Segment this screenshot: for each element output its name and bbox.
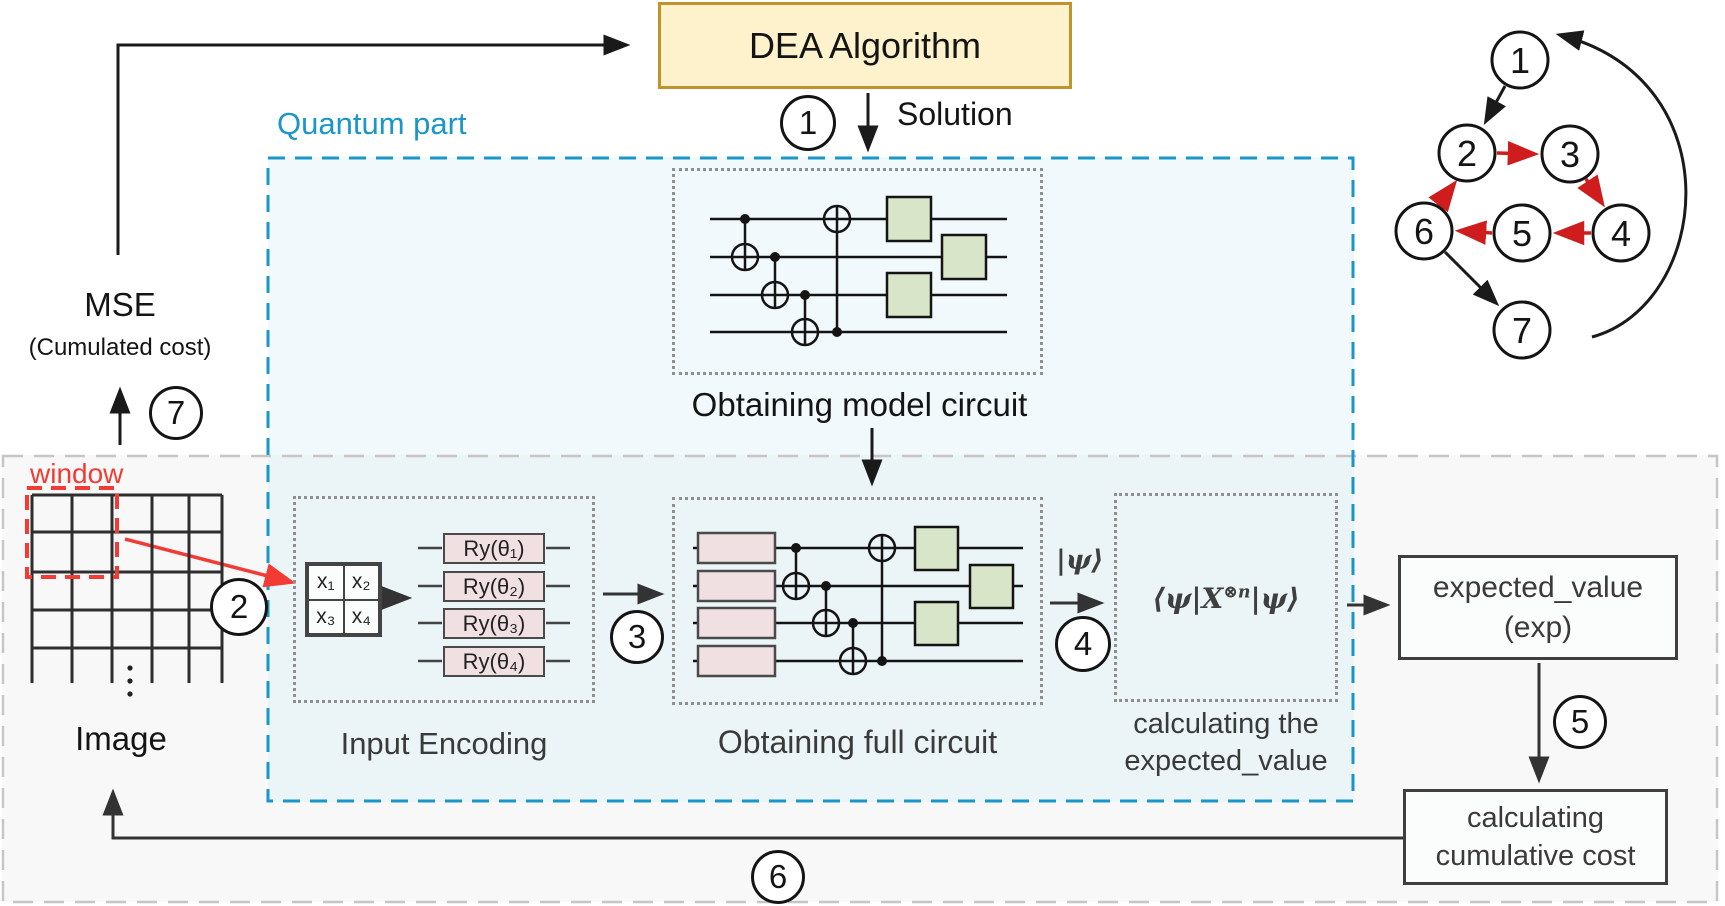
svg-text:6: 6 bbox=[1414, 211, 1434, 252]
image-label: Image bbox=[75, 720, 167, 757]
input-pixel-grid: x₁ x₂ x₃ x₄ bbox=[305, 562, 382, 637]
step-circle-3: 3 bbox=[610, 610, 664, 664]
step-circle-4: 4 bbox=[1055, 616, 1111, 672]
cumulated-cost-label: (Cumulated cost) bbox=[28, 334, 212, 361]
step-circle-7: 7 bbox=[149, 386, 203, 440]
ry-gate-1: Ry(θ₁) bbox=[443, 533, 545, 564]
pixel-cell-x1: x₁ bbox=[308, 565, 344, 600]
full-circuit-drawing bbox=[693, 525, 1023, 678]
input-encoding-caption: Input Encoding bbox=[340, 726, 548, 761]
dea-algorithm-label: DEA Algorithm bbox=[748, 24, 982, 66]
model-circuit-box bbox=[672, 168, 1043, 375]
svg-text:2: 2 bbox=[1457, 133, 1477, 174]
graph-nodes bbox=[1394, 30, 1651, 360]
ry-gate-2: Ry(θ₂) bbox=[443, 571, 545, 602]
expectation-caption: calculating the expected_value bbox=[1124, 708, 1328, 777]
pixel-cell-x2: x₂ bbox=[343, 565, 379, 600]
full-circuit-box bbox=[672, 497, 1043, 705]
mse-label: MSE bbox=[84, 286, 156, 323]
quantum-part-label: Quantum part bbox=[277, 106, 467, 141]
expectation-formula: ⟨ψ|X⊗n|ψ⟩ bbox=[1152, 582, 1300, 615]
full-input-gates bbox=[696, 531, 777, 678]
step-circle-5: 5 bbox=[1553, 695, 1607, 749]
svg-text:1: 1 bbox=[1510, 40, 1530, 81]
psi-state-label: |ψ⟩ bbox=[1056, 545, 1104, 576]
graph-node-labels: 1 2 3 4 5 6 7 bbox=[1414, 40, 1631, 351]
solution-label: Solution bbox=[897, 96, 1013, 132]
ry-gate-4: Ry(θ₄) bbox=[443, 646, 545, 677]
dea-algorithm-box: DEA Algorithm bbox=[658, 2, 1072, 89]
ry-gate-3: Ry(θ₃) bbox=[443, 608, 545, 639]
svg-text:3: 3 bbox=[1560, 134, 1580, 175]
step-circle-1: 1 bbox=[780, 95, 836, 151]
window-label: window bbox=[30, 458, 124, 489]
pixel-cell-x3: x₃ bbox=[308, 599, 344, 634]
graph-edges bbox=[1428, 30, 1688, 339]
cumulative-cost-box: calculating cumulative cost bbox=[1403, 789, 1668, 885]
pixel-cell-x4: x₄ bbox=[343, 599, 379, 634]
step-circle-6: 6 bbox=[751, 850, 805, 904]
full-circuit-caption: Obtaining full circuit bbox=[717, 724, 998, 760]
svg-text:5: 5 bbox=[1512, 213, 1532, 254]
model-circuit-caption: Obtaining model circuit bbox=[691, 386, 1028, 423]
step-circle-2: 2 bbox=[210, 578, 268, 636]
expected-value-box: expected_value (exp) bbox=[1398, 555, 1678, 660]
svg-text:4: 4 bbox=[1611, 213, 1631, 254]
svg-text:7: 7 bbox=[1512, 310, 1532, 351]
mutation-order-graph: 1 2 3 4 5 6 7 bbox=[1394, 30, 1688, 360]
model-circuit-drawing bbox=[710, 195, 1007, 347]
